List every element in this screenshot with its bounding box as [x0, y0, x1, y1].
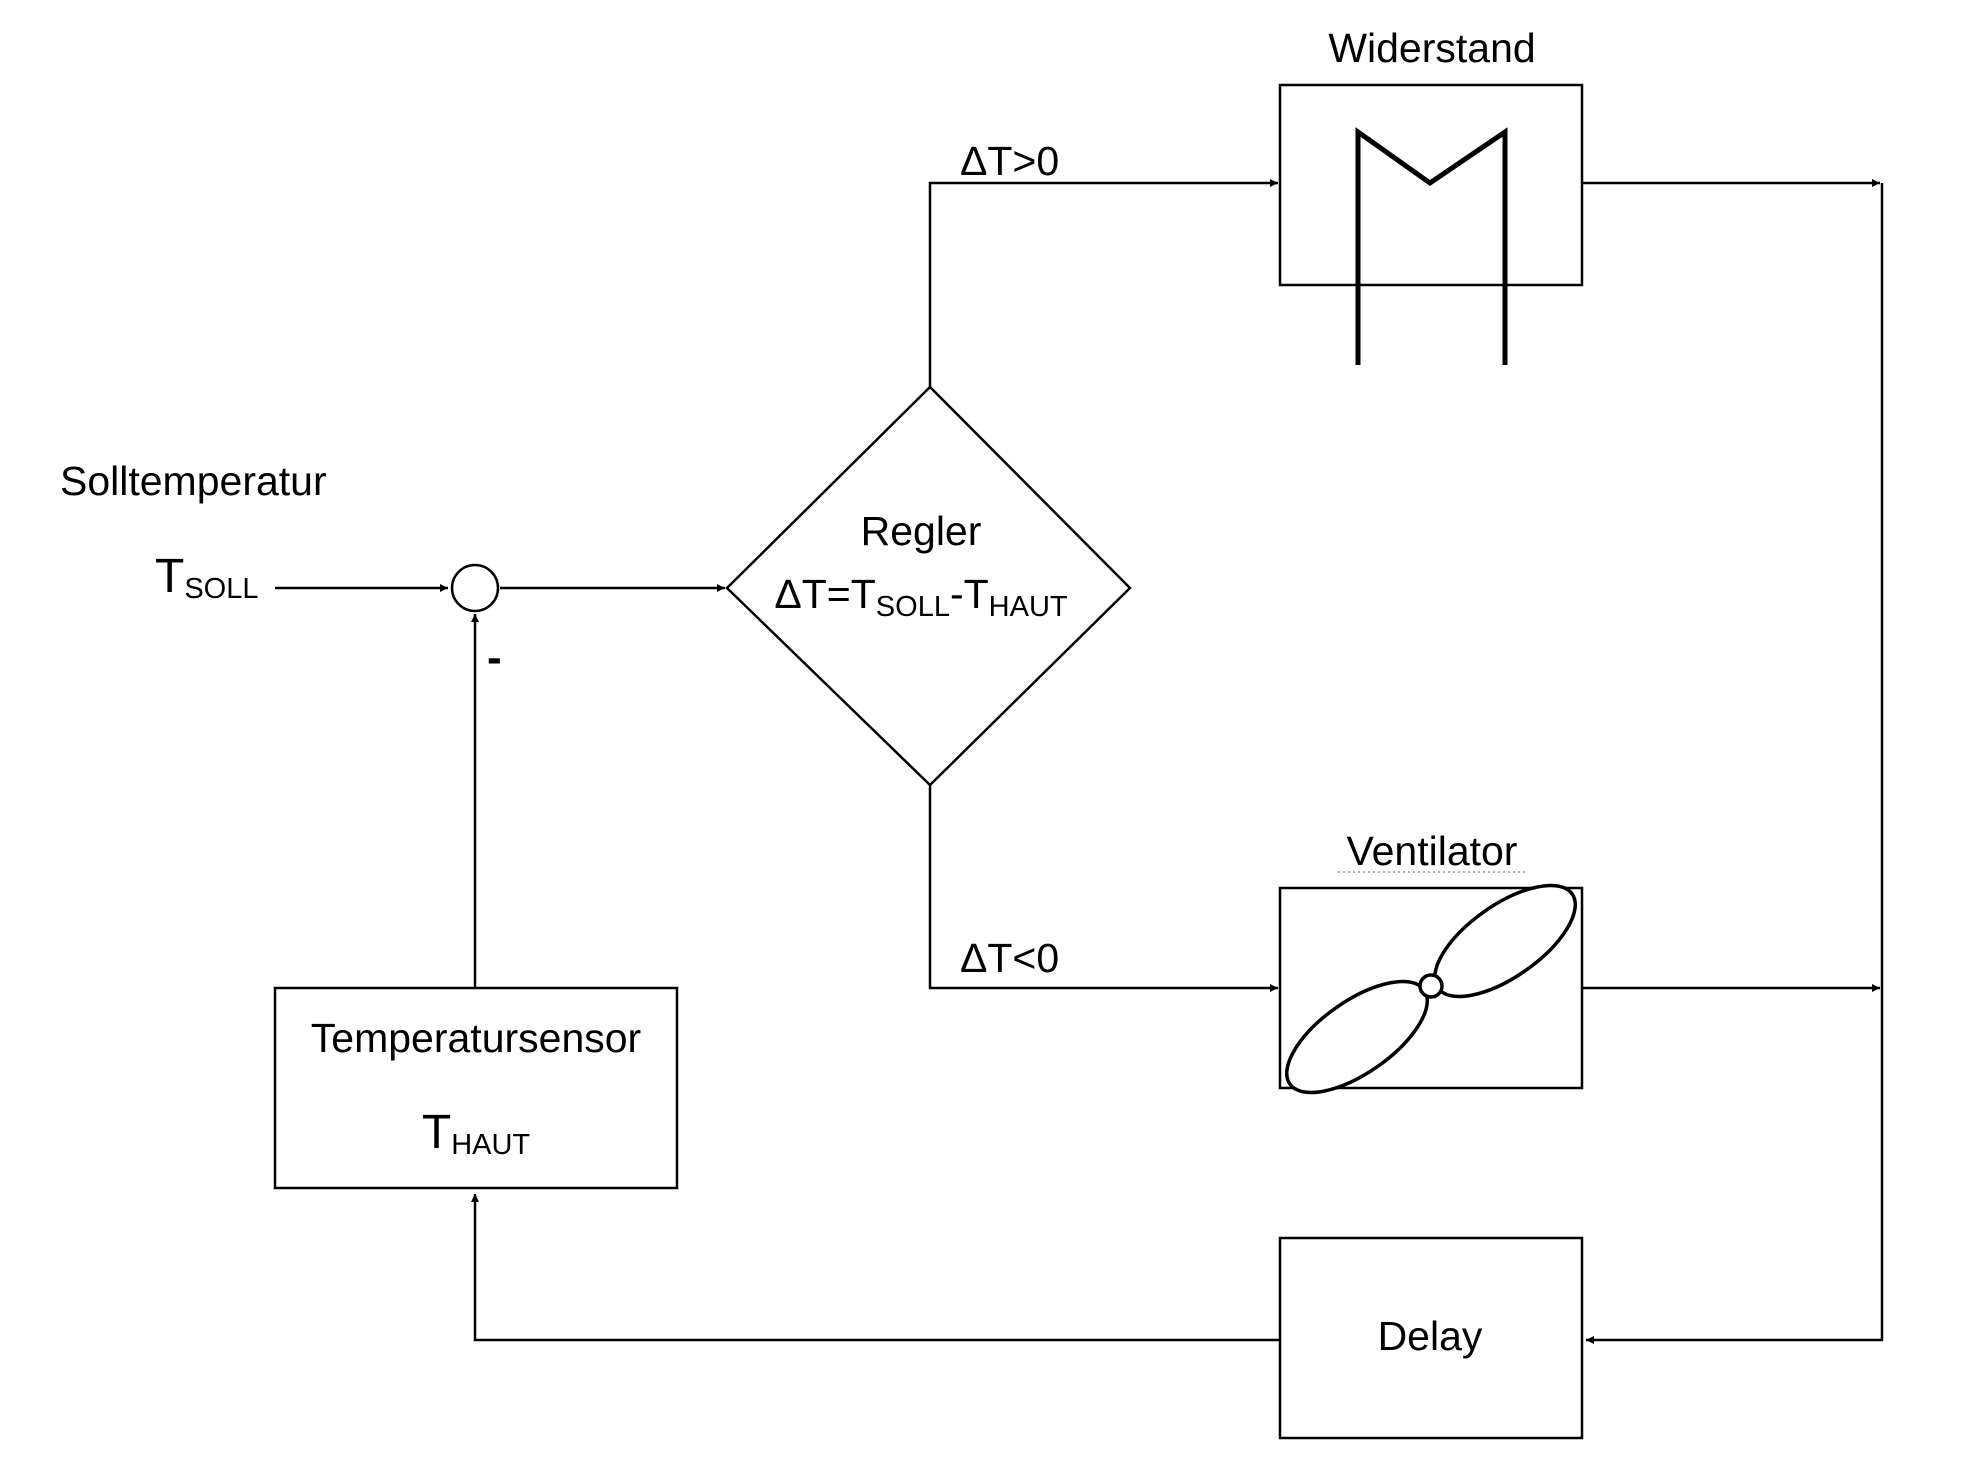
controller-formula: ΔT=TSOLL-THAUT — [774, 571, 1068, 623]
setpoint-heading: Solltemperatur — [60, 458, 327, 504]
delay-title: Delay — [1378, 1313, 1483, 1359]
arrow-positive-branch — [928, 179, 1278, 387]
resistor-title: Widerstand — [1328, 25, 1535, 71]
delay-block — [1278, 1236, 1584, 1440]
arrow-delay-to-sensor — [471, 1194, 1282, 1342]
sensor-title: Temperatursensor — [311, 1015, 641, 1061]
controller-title: Regler — [861, 508, 982, 554]
sensor-symbol: THAUT — [422, 1106, 531, 1161]
branch-negative-label: ΔT<0 — [960, 935, 1059, 981]
arrow-bus-to-delay — [1586, 183, 1884, 1344]
controller-diamond — [725, 385, 1132, 787]
sensor-block — [273, 986, 679, 1190]
setpoint-symbol: TSOLL — [155, 550, 259, 605]
arrow-negative-branch — [928, 785, 1278, 992]
minus-sign: - — [487, 633, 502, 682]
summing-junction — [450, 563, 500, 613]
connectors — [275, 179, 1884, 1344]
fan-icon — [1284, 883, 1578, 1095]
heating-element-icon — [1355, 127, 1508, 365]
branch-positive-label: ΔT>0 — [960, 138, 1059, 184]
fan-title: Ventilator — [1347, 828, 1518, 874]
